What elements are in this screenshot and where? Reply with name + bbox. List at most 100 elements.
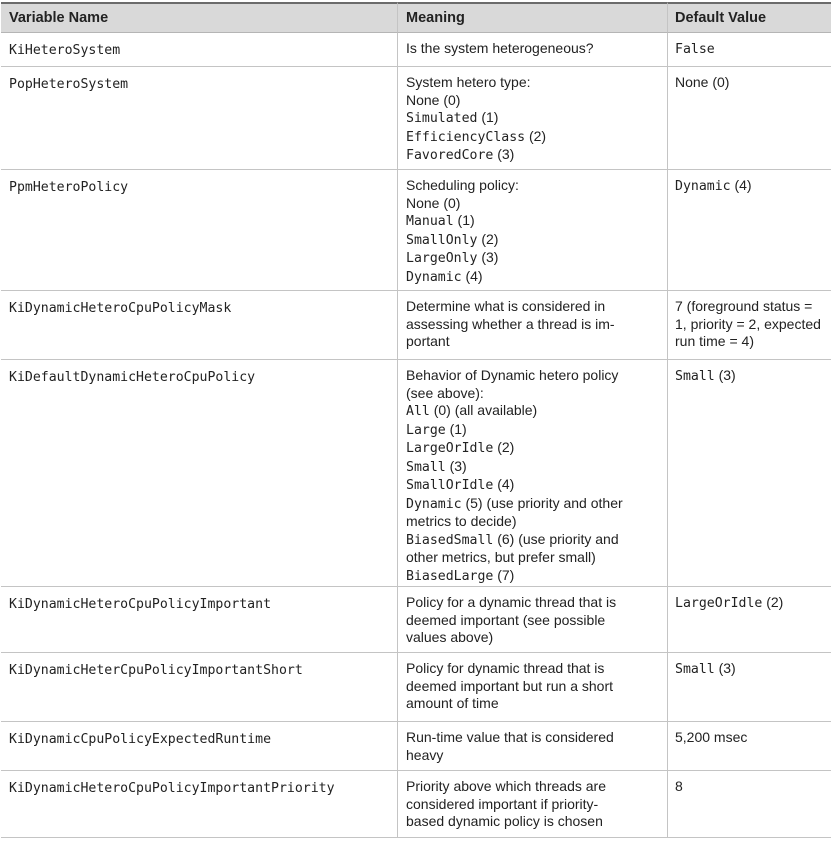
text-segment: Policy for a dynamic thread that is: [406, 594, 617, 610]
meaning-line: LargeOnly (3): [406, 249, 667, 268]
variable-name-cell: PopHeteroSystem: [1, 67, 397, 170]
text-segment: (3): [477, 249, 499, 265]
text-segment: (3): [493, 146, 515, 162]
meaning-line: based dynamic policy is chosen: [406, 813, 667, 831]
variable-name: PpmHeteroPolicy: [9, 180, 129, 195]
text-segment: (6) (use priority and: [493, 530, 619, 547]
code-text: SmallOnly: [406, 232, 478, 248]
header-default-value: Default Value: [667, 2, 831, 33]
meaning-line: Simulated (1): [406, 109, 667, 128]
default-value-cell: Small (3): [667, 653, 831, 722]
text-segment: (4): [730, 177, 752, 193]
meaning-line: Run-time value that is considered: [406, 729, 667, 747]
table-row: KiDynamicHeteroCpuPolicyImportantPriorit…: [1, 771, 831, 838]
text-segment: (2): [477, 230, 499, 247]
code-text: BiasedSmall: [406, 532, 494, 548]
code-text: BiasedLarge: [406, 568, 494, 584]
variable-name: KiHeteroSystem: [9, 43, 121, 58]
meaning-line: Scheduling policy:: [406, 177, 667, 195]
default-value-cell: None (0): [667, 67, 831, 170]
variable-name-cell: KiDynamicCpuPolicyExpectedRuntime: [1, 722, 397, 771]
meaning-line: Dynamic (5) (use priority and other: [406, 495, 667, 514]
meaning-line: metrics to decide): [406, 513, 667, 531]
code-text: SmallOrIdle: [406, 478, 494, 493]
variable-name-cell: KiDefaultDynamicHeteroCpuPolicy: [1, 360, 397, 587]
default-line: 7 (foreground status =: [675, 298, 831, 316]
header-variable-name: Variable Name: [1, 2, 397, 33]
text-segment: assessing whether a thread is im-: [406, 315, 615, 332]
text-segment: Determine what is considered in: [406, 298, 606, 314]
code-text: Simulated: [406, 111, 478, 126]
meaning-cell: System hetero type:None (0)Simulated (1)…: [397, 67, 667, 170]
meaning-line: Policy for a dynamic thread that is: [406, 594, 667, 612]
table-header: Variable Name Meaning Default Value: [1, 2, 831, 33]
meaning-line: Is the system heterogeneous?: [406, 40, 667, 58]
text-segment: 5,200 msec: [675, 729, 748, 745]
meaning-line: portant: [406, 333, 667, 351]
text-segment: (0) (all available): [429, 402, 538, 418]
text-segment: (3): [714, 367, 736, 383]
code-text: LargeOnly: [406, 251, 478, 266]
text-segment: deemed important but run a short: [406, 677, 614, 694]
text-segment: Policy for dynamic thread that is: [406, 660, 605, 676]
table-row: KiDynamicCpuPolicyExpectedRuntime Run-tim…: [1, 722, 831, 771]
code-text: FavoredCore: [406, 148, 494, 163]
code-text: All: [406, 404, 430, 419]
meaning-line: (see above):: [406, 385, 667, 403]
text-segment: (2): [493, 439, 515, 455]
meaning-line: amount of time: [406, 695, 667, 713]
meaning-line: Small (3): [406, 458, 667, 477]
meaning-line: other metrics, but prefer small): [406, 549, 667, 567]
variable-name-cell: KiDynamicHeterCpuPolicyImportantShort: [1, 653, 397, 722]
code-text: Small: [406, 459, 446, 475]
table-body: KiHeteroSystem Is the system heterogeneou…: [1, 33, 831, 838]
default-line: Small (3): [675, 660, 831, 679]
code-text: Small: [675, 369, 715, 384]
meaning-cell: Is the system heterogeneous?: [397, 33, 667, 67]
meaning-line: SmallOnly (2): [406, 231, 667, 250]
code-text: Large: [406, 422, 446, 438]
meaning-line: Manual (1): [406, 212, 667, 231]
default-line: Dynamic (4): [675, 177, 831, 196]
default-value-cell: Dynamic (4): [667, 170, 831, 291]
code-text: Dynamic: [406, 496, 462, 512]
default-value-cell: LargeOrIdle (2): [667, 587, 831, 653]
meaning-line: SmallOrIdle (4): [406, 476, 667, 495]
meaning-line: Large (1): [406, 421, 667, 440]
code-text: Dynamic: [406, 269, 462, 285]
variable-name: KiDynamicHeterCpuPolicyImportantShort: [9, 663, 303, 678]
code-text: False: [675, 42, 715, 57]
code-text: Small: [675, 662, 715, 677]
code-text: LargeOrIdle: [406, 441, 494, 456]
variable-name-cell: KiDynamicHeteroCpuPolicyImportantPriorit…: [1, 771, 397, 838]
text-segment: None (0): [406, 194, 461, 211]
meaning-line: None (0): [406, 195, 667, 213]
default-line: 8: [675, 778, 831, 796]
text-segment: heavy: [406, 746, 444, 763]
meaning-line: BiasedSmall (6) (use priority and: [406, 531, 667, 550]
default-line: LargeOrIdle (2): [675, 594, 831, 613]
meaning-line: BiasedLarge (7): [406, 567, 667, 586]
text-segment: deemed important (see possible: [406, 611, 606, 628]
text-segment: Scheduling policy:: [406, 177, 519, 193]
meaning-line: Behavior of Dynamic hetero policy: [406, 367, 667, 385]
variable-name: KiDynamicHeteroCpuPolicyMask: [9, 301, 232, 316]
meaning-line: EfficiencyClass (2): [406, 128, 667, 147]
default-line: None (0): [675, 74, 831, 92]
variable-name: KiDynamicHeteroCpuPolicyImportant: [9, 597, 272, 612]
table-row: KiDynamicHeterCpuPolicyImportantShort Pol…: [1, 653, 831, 722]
variable-name: KiDynamicCpuPolicyExpectedRuntime: [9, 732, 272, 747]
default-value-cell: Small (3): [667, 360, 831, 587]
meaning-line: FavoredCore (3): [406, 146, 667, 165]
table-row: KiDynamicHeteroCpuPolicyImportant Policy …: [1, 587, 831, 653]
meaning-line: values above): [406, 629, 667, 647]
meaning-line: assessing whether a thread is im-: [406, 316, 667, 334]
default-line: 5,200 msec: [675, 729, 831, 747]
code-text: LargeOrIdle: [675, 596, 763, 611]
text-segment: 7 (foreground status =: [675, 298, 813, 314]
meaning-line: deemed important but run a short: [406, 678, 667, 696]
text-segment: (1): [453, 212, 475, 228]
